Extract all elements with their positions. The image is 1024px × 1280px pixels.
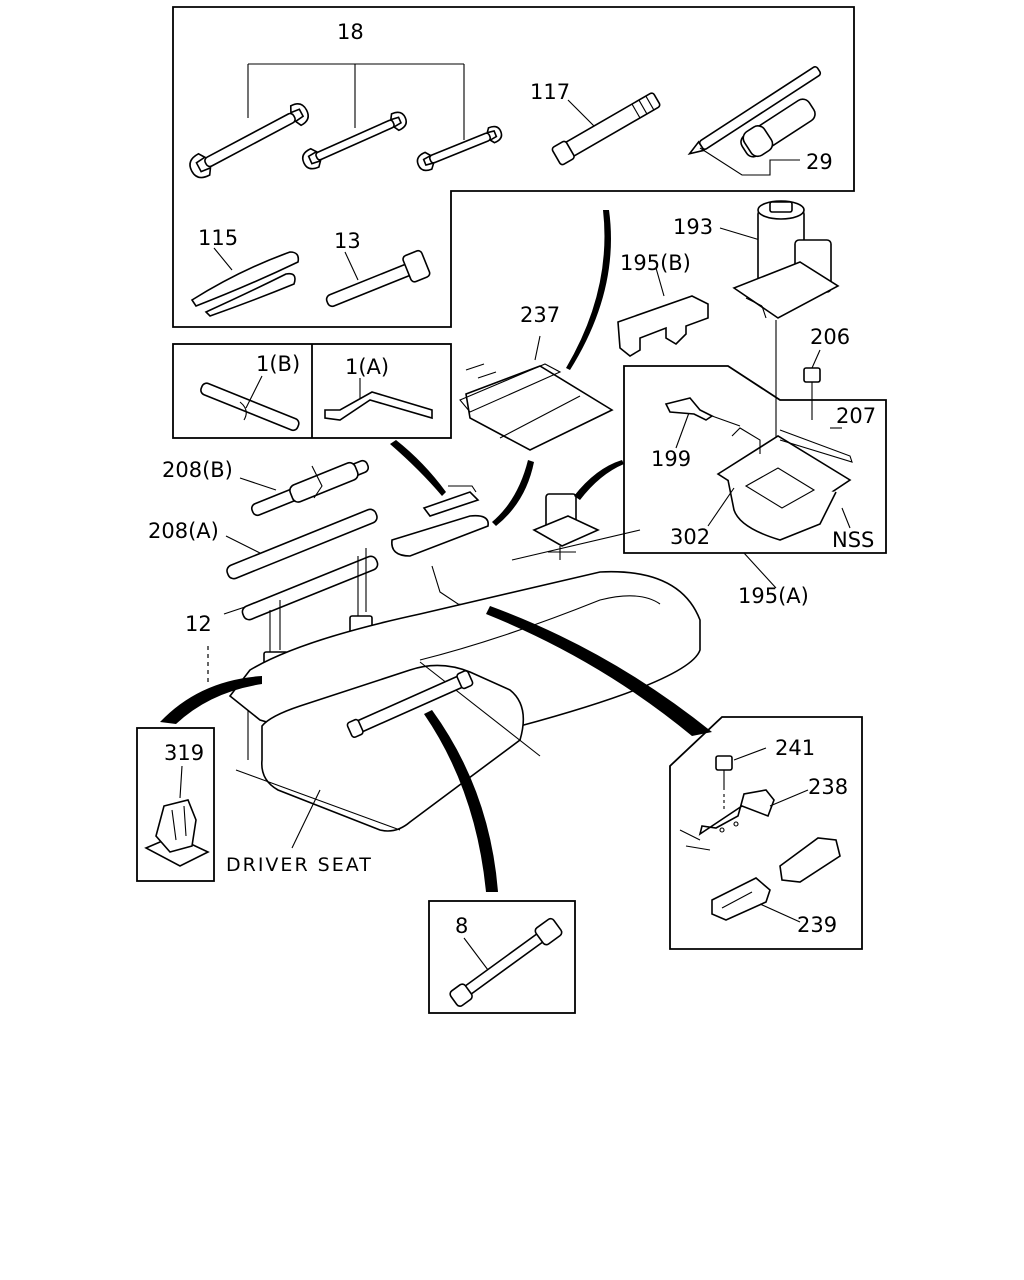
rod-12 [223, 555, 379, 621]
label-1b: 1(B) [256, 352, 300, 376]
wing-bolt-199 [664, 397, 741, 449]
label-237: 237 [520, 303, 560, 327]
pliers-115 [190, 247, 300, 317]
label-13: 13 [334, 229, 361, 253]
label-239: 239 [797, 913, 837, 937]
bolt-206 [803, 349, 821, 420]
wrench-box-8 [428, 900, 576, 1014]
driver-seat [228, 529, 701, 832]
jack-bag-237 [459, 335, 614, 451]
label-208a: 208(A) [148, 519, 219, 543]
box-wrench-8 [449, 917, 563, 1007]
callout-arc-237 [566, 210, 611, 370]
label-241: 241 [775, 736, 815, 760]
callout-arc-jack [574, 460, 624, 500]
label-117: 117 [530, 80, 570, 104]
label-nss: NSS [832, 528, 874, 552]
hook-239 [711, 837, 841, 923]
rod-208a [225, 508, 378, 580]
label-29: 29 [806, 150, 833, 174]
label-193: 193 [673, 215, 713, 239]
jack-handle-1b [200, 375, 300, 432]
seat-pad [391, 514, 489, 557]
label-199: 199 [651, 447, 691, 471]
clip-319 [144, 765, 210, 867]
bracket-238 [679, 789, 809, 851]
handle-bar [422, 485, 480, 517]
tool-bar-on-seat [346, 670, 474, 738]
jack-handle-1a [324, 378, 433, 421]
bolt-241 [715, 747, 767, 810]
callout-arc-handle [390, 440, 446, 496]
label-302: 302 [670, 525, 710, 549]
label-207: 207 [836, 404, 876, 428]
label-206: 206 [810, 325, 850, 349]
callout-arc-238 [486, 606, 712, 736]
label-238: 238 [808, 775, 848, 799]
hook-box [669, 716, 863, 950]
adjustable-wrench-13 [325, 249, 431, 308]
label-18: 18 [337, 20, 364, 44]
handle-208b [239, 459, 370, 517]
label-319: 319 [164, 741, 204, 765]
small-jack [532, 493, 600, 560]
label-12: 12 [185, 612, 212, 636]
label-8: 8 [455, 914, 468, 938]
label-115: 115 [198, 226, 238, 250]
wrench-set-18 [189, 63, 503, 179]
bracket-195b [617, 267, 709, 357]
clip-box-319 [136, 727, 215, 882]
bottle-jack-193 [719, 200, 840, 319]
jack-mount-box [623, 365, 887, 554]
label-195a: 195(A) [738, 584, 809, 608]
screwdriver-set-29 [687, 66, 822, 176]
callout-arc-8 [424, 710, 498, 892]
tool-kit-box [172, 6, 855, 328]
callout-arc-bag [492, 460, 534, 526]
label-208b: 208(B) [162, 458, 233, 482]
socket-extension-117 [551, 92, 661, 166]
label-195b: 195(B) [620, 251, 691, 275]
callout-arc-319 [160, 676, 262, 724]
label-1a: 1(A) [345, 355, 389, 379]
jack-tray-302 [716, 427, 853, 541]
label-driver-seat: DRIVER SEAT [226, 854, 373, 876]
